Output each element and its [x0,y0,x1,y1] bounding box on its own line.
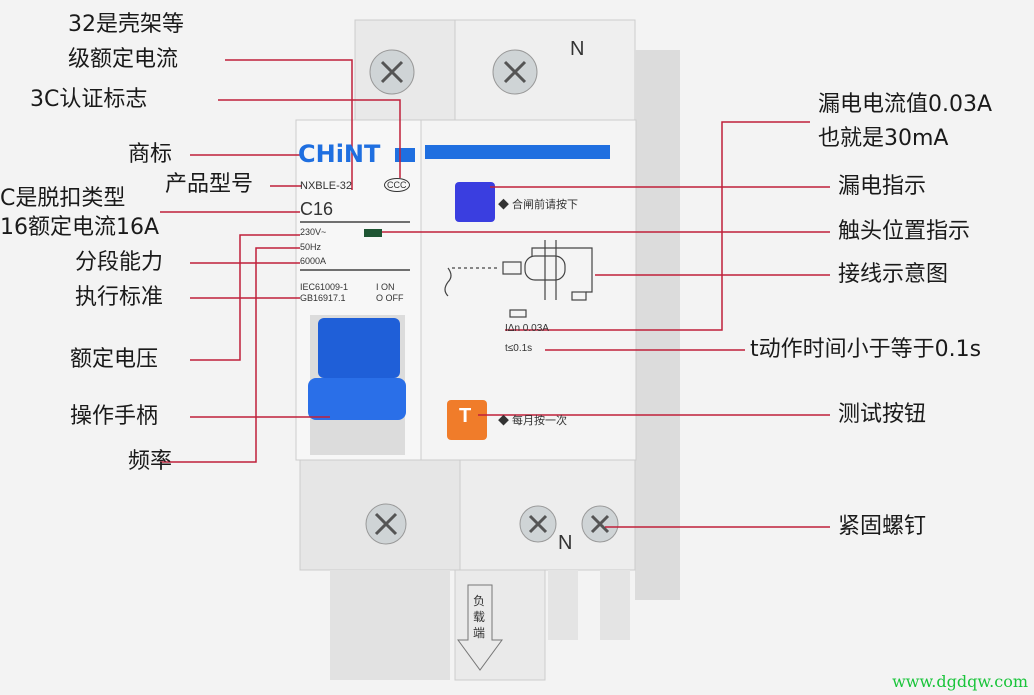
label-rated-voltage: 额定电压 [70,347,159,372]
off-text: O OFF [376,293,404,303]
load-char-3: 端 [473,626,486,640]
load-char-1: 负 [473,594,486,608]
label-leak-indicator: 漏电指示 [838,174,927,199]
label-trip-type-2: 16额定电流16A [0,215,160,240]
label-frequency: 频率 [128,449,173,474]
label-trademark: 商标 [128,142,173,167]
rating-text: C16 [300,199,334,219]
label-trip-time: t动作时间小于等于0.1s [750,337,982,362]
label-screw: 紧固螺钉 [838,514,927,539]
ccc-icon: CCC [384,178,410,192]
test-hint: ◆ 每月按一次 [498,415,568,427]
load-char-2: 载 [473,610,486,624]
label-breaking-capacity: 分段能力 [75,250,164,275]
label-leak-current-1: 漏电电流值0.03A [818,92,993,117]
label-frame-rating-1: 32是壳架等 [68,12,184,37]
label-contact-indicator: 触头位置指示 [838,219,971,244]
std1-text: IEC61009-1 [300,282,349,292]
voltage-text: 230V~ [300,227,327,237]
label-handle: 操作手柄 [70,404,159,429]
label-leak-current-2: 也就是30mA [818,126,949,151]
label-test-button: 测试按钮 [838,402,927,427]
model-text: NXBLE-32 [300,180,352,192]
watermark: www.dgdqw.com [892,672,1028,691]
on-text: I ON [376,282,395,292]
idn-text: IΔn 0.03A [505,323,549,334]
freq-text: 50Hz [300,242,322,252]
label-trip-type-1: C是脱扣类型 [0,186,126,211]
label-model: 产品型号 [165,172,254,197]
n-bottom-label: N [558,532,573,554]
trip-time-text: t≤0.1s [505,343,533,354]
test-button[interactable]: T [459,405,472,427]
reset-hint: ◆ 合闸前请按下 [498,199,579,211]
capacity-text: 6000A [300,256,327,266]
label-wiring-diagram: 接线示意图 [838,262,949,287]
brand-logo: CHiNT [298,140,381,168]
label-ccc: 3C认证标志 [30,87,148,112]
std2-text: GB16917.1 [300,293,346,303]
label-standard: 执行标准 [75,285,164,310]
n-top-label: N [570,38,585,60]
label-frame-rating-2: 级额定电流 [68,47,179,72]
